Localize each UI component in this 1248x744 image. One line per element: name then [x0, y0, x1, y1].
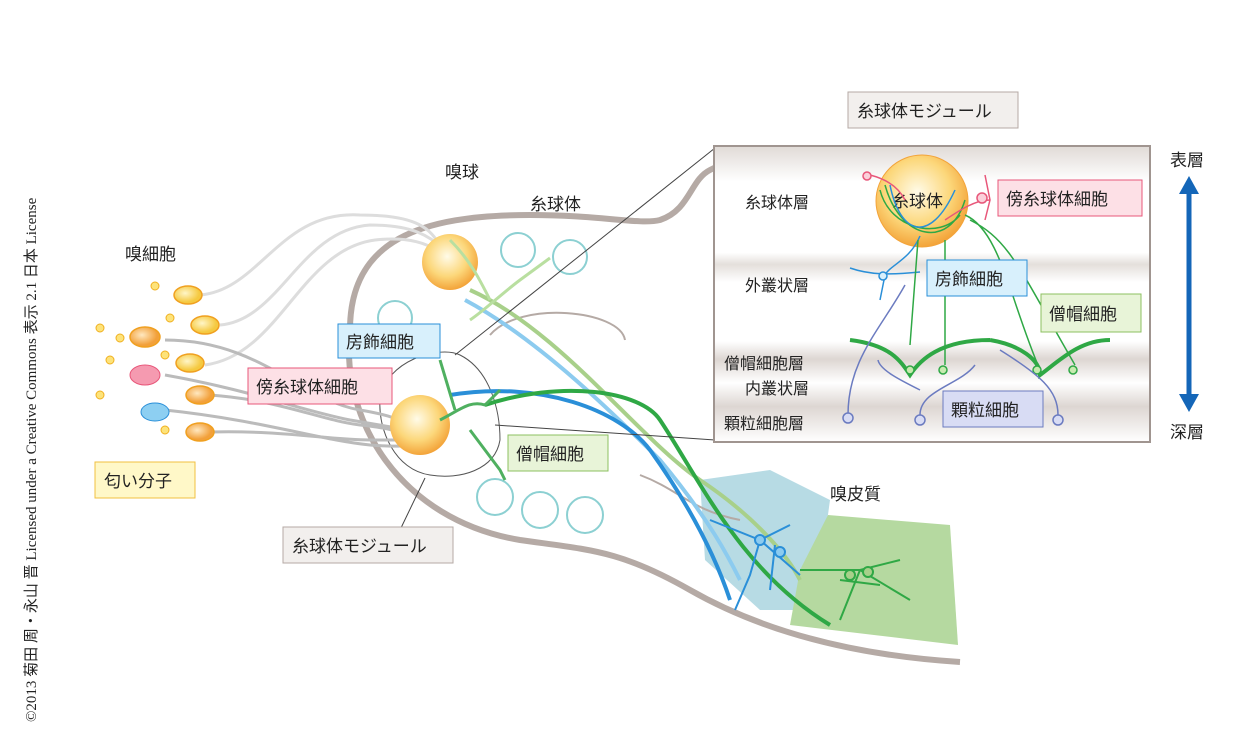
copyright-text: ©2013 菊田 周・永山 晋 Licensed under a Creativ… — [23, 197, 40, 722]
layer-granule: 顆粒細胞層 — [724, 414, 804, 433]
tufted-cell-box: 房飾細胞 — [337, 323, 441, 359]
inset-glomerulus — [875, 154, 969, 248]
axis-top-label: 表層 — [1170, 151, 1204, 171]
inset-granule-box: 顆粒細胞 — [942, 390, 1044, 428]
inset-glomerulus-label: 糸球体 — [892, 192, 943, 212]
svg-text:傍糸球体細胞: 傍糸球体細胞 — [256, 378, 358, 398]
glomerulus-upper — [422, 234, 478, 290]
module-pointer-line — [399, 477, 426, 531]
inset-mitral-box: 僧帽細胞 — [1040, 293, 1142, 333]
inset-title-box: 糸球体モジュール — [847, 91, 1019, 129]
label-glomerulus: 糸球体 — [530, 195, 581, 215]
glomerulus-lower — [390, 395, 450, 455]
svg-text:糸球体モジュール: 糸球体モジュール — [857, 102, 992, 122]
label-olfactory-cortex: 嗅皮質 — [830, 485, 881, 505]
odor-molecule-box: 匂い分子 — [94, 461, 196, 499]
olfactory-cells — [95, 281, 220, 442]
layer-glomerular: 糸球体層 — [745, 193, 809, 212]
layer-outer-plexiform: 外叢状層 — [745, 276, 809, 295]
glomerular-module-box: 糸球体モジュール — [282, 526, 454, 564]
inset-tufted-box: 房飾細胞 — [926, 259, 1028, 297]
svg-text:房飾細胞: 房飾細胞 — [935, 270, 1003, 290]
layer-mitral: 僧帽細胞層 — [724, 354, 804, 373]
svg-text:匂い分子: 匂い分子 — [104, 472, 172, 492]
mitral-cell-box: 僧帽細胞 — [507, 434, 609, 472]
layer-inner-plexiform: 内叢状層 — [745, 379, 809, 398]
svg-text:顆粒細胞: 顆粒細胞 — [951, 401, 1019, 421]
cortex-green-area — [790, 515, 958, 645]
svg-text:房飾細胞: 房飾細胞 — [346, 333, 414, 353]
periglomerular-cell-box: 傍糸球体細胞 — [247, 367, 393, 405]
svg-text:傍糸球体細胞: 傍糸球体細胞 — [1006, 190, 1108, 210]
inset-neurites — [842, 171, 1111, 426]
svg-text:糸球体モジュール: 糸球体モジュール — [292, 537, 427, 557]
depth-arrow-icon — [1179, 176, 1199, 412]
label-olfactory-cells: 嗅細胞 — [125, 245, 176, 265]
svg-text:僧帽細胞: 僧帽細胞 — [516, 445, 584, 465]
axis-bottom-label: 深層 — [1170, 423, 1204, 443]
inset-periglomerular-box: 傍糸球体細胞 — [997, 179, 1143, 217]
zoom-line-top — [454, 147, 716, 356]
label-olfactory-bulb: 嗅球 — [445, 163, 479, 183]
svg-text:僧帽細胞: 僧帽細胞 — [1049, 305, 1117, 325]
cortex-neurons — [709, 519, 911, 621]
inset-panel: 糸球体モジュール 糸球体層 外叢状層 僧帽細胞層 内叢状層 顆粒細胞層 糸球体 — [713, 91, 1151, 443]
zoom-line-bottom — [494, 424, 716, 441]
